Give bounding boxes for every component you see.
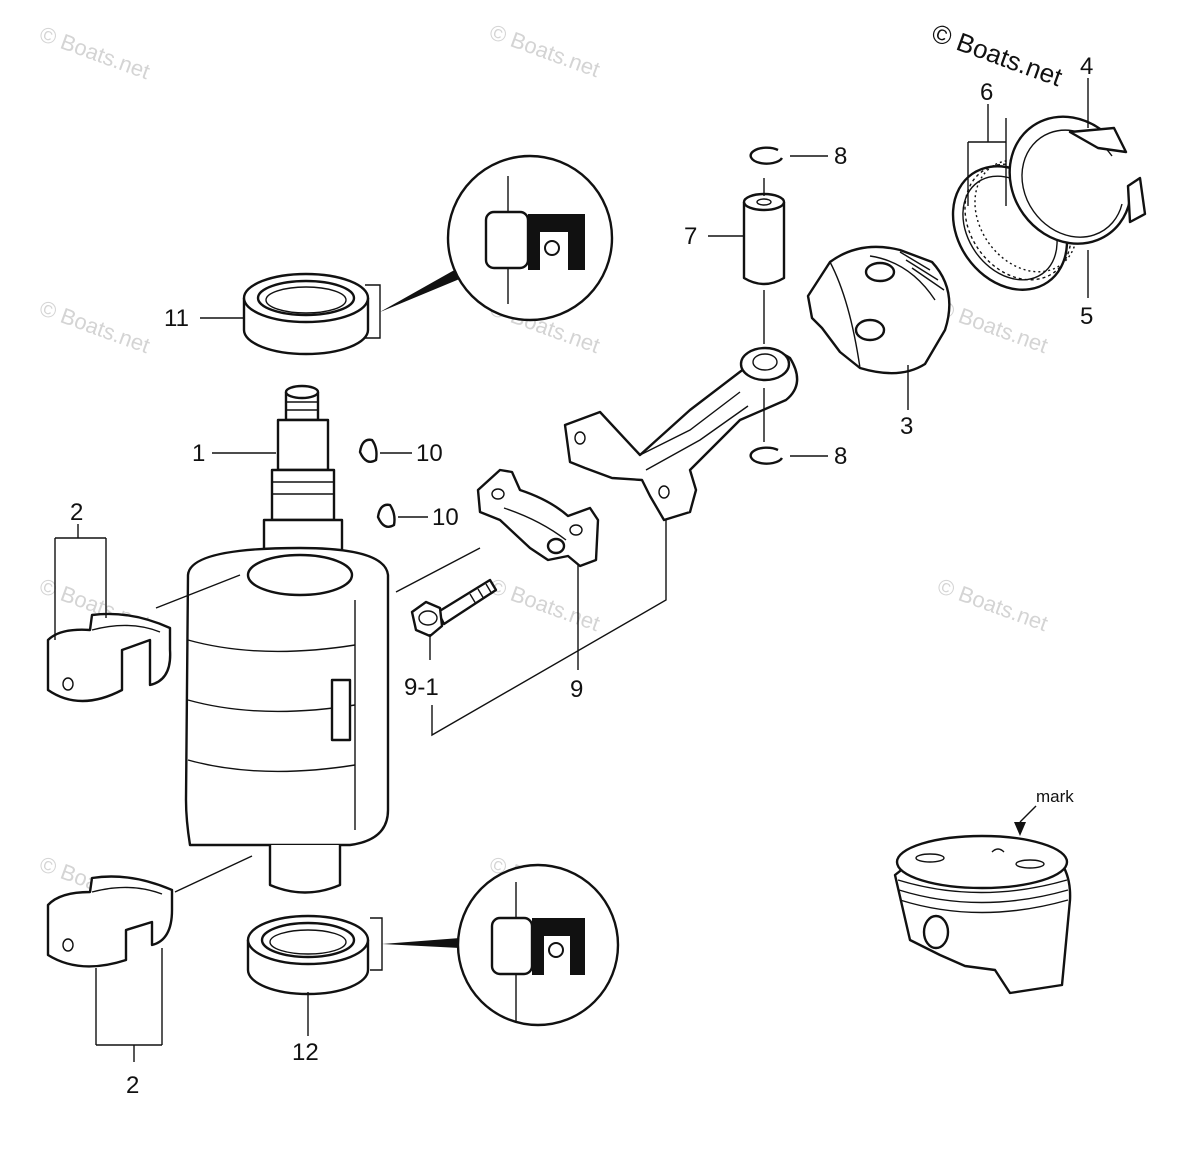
callout-labels: 11 1 10 10 2 2 12 9-1 9 7 8 8 3 6 4 5 ma… xyxy=(70,53,1093,1099)
piston-mark-detail xyxy=(893,805,1072,995)
seal-detail-top xyxy=(446,154,614,322)
label-part-3: 3 xyxy=(900,413,913,440)
label-part-2-top: 2 xyxy=(70,499,83,526)
watermark: © Boats.net xyxy=(486,19,603,82)
label-part-5: 5 xyxy=(1080,303,1093,330)
label-part-9: 9 xyxy=(570,676,583,703)
piston-ring-4 xyxy=(1068,126,1147,224)
label-part-12: 12 xyxy=(292,1039,319,1066)
label-part-6: 6 xyxy=(980,79,993,106)
label-part-10-top: 10 xyxy=(416,440,443,467)
label-part-8-bottom: 8 xyxy=(834,443,847,470)
seal-detail-bottom xyxy=(456,863,620,1027)
key-10-bottom xyxy=(376,503,396,528)
label-part-11: 11 xyxy=(164,305,189,332)
watermark: © Boats.net xyxy=(934,295,1051,358)
watermark: © Boats.net xyxy=(36,295,153,358)
piston-3 xyxy=(806,245,951,375)
label-part-10-bottom: 10 xyxy=(432,504,459,531)
main-bearing-2-top xyxy=(46,612,172,703)
key-10-top xyxy=(358,438,378,463)
circlip-8-top xyxy=(749,146,784,165)
rod-cap-9 xyxy=(476,468,600,568)
watermark: © Boats.net xyxy=(36,21,153,84)
main-bearing-2-bottom xyxy=(46,875,174,968)
piston-pin-7 xyxy=(742,192,786,286)
watermark: © Boats.net xyxy=(934,573,1051,636)
oil-seal-11 xyxy=(242,268,462,356)
leader-lines xyxy=(54,78,1089,1062)
label-part-2-bottom: 2 xyxy=(126,1072,139,1099)
label-part-9-1: 9-1 xyxy=(404,674,439,701)
label-part-7: 7 xyxy=(684,223,697,250)
circlip-8-bottom xyxy=(749,446,784,465)
crankshaft-1 xyxy=(184,384,390,894)
oil-seal-12 xyxy=(246,914,460,996)
copyright-text: © Boats.net xyxy=(928,17,1067,92)
label-mark: mark xyxy=(1036,787,1074,806)
label-part-4: 4 xyxy=(1080,53,1093,80)
label-part-1: 1 xyxy=(192,440,205,467)
watermark: © Boats.net xyxy=(486,573,603,636)
label-part-8-top: 8 xyxy=(834,143,847,170)
bolt-9-1 xyxy=(410,578,498,638)
connecting-rod xyxy=(563,346,799,522)
